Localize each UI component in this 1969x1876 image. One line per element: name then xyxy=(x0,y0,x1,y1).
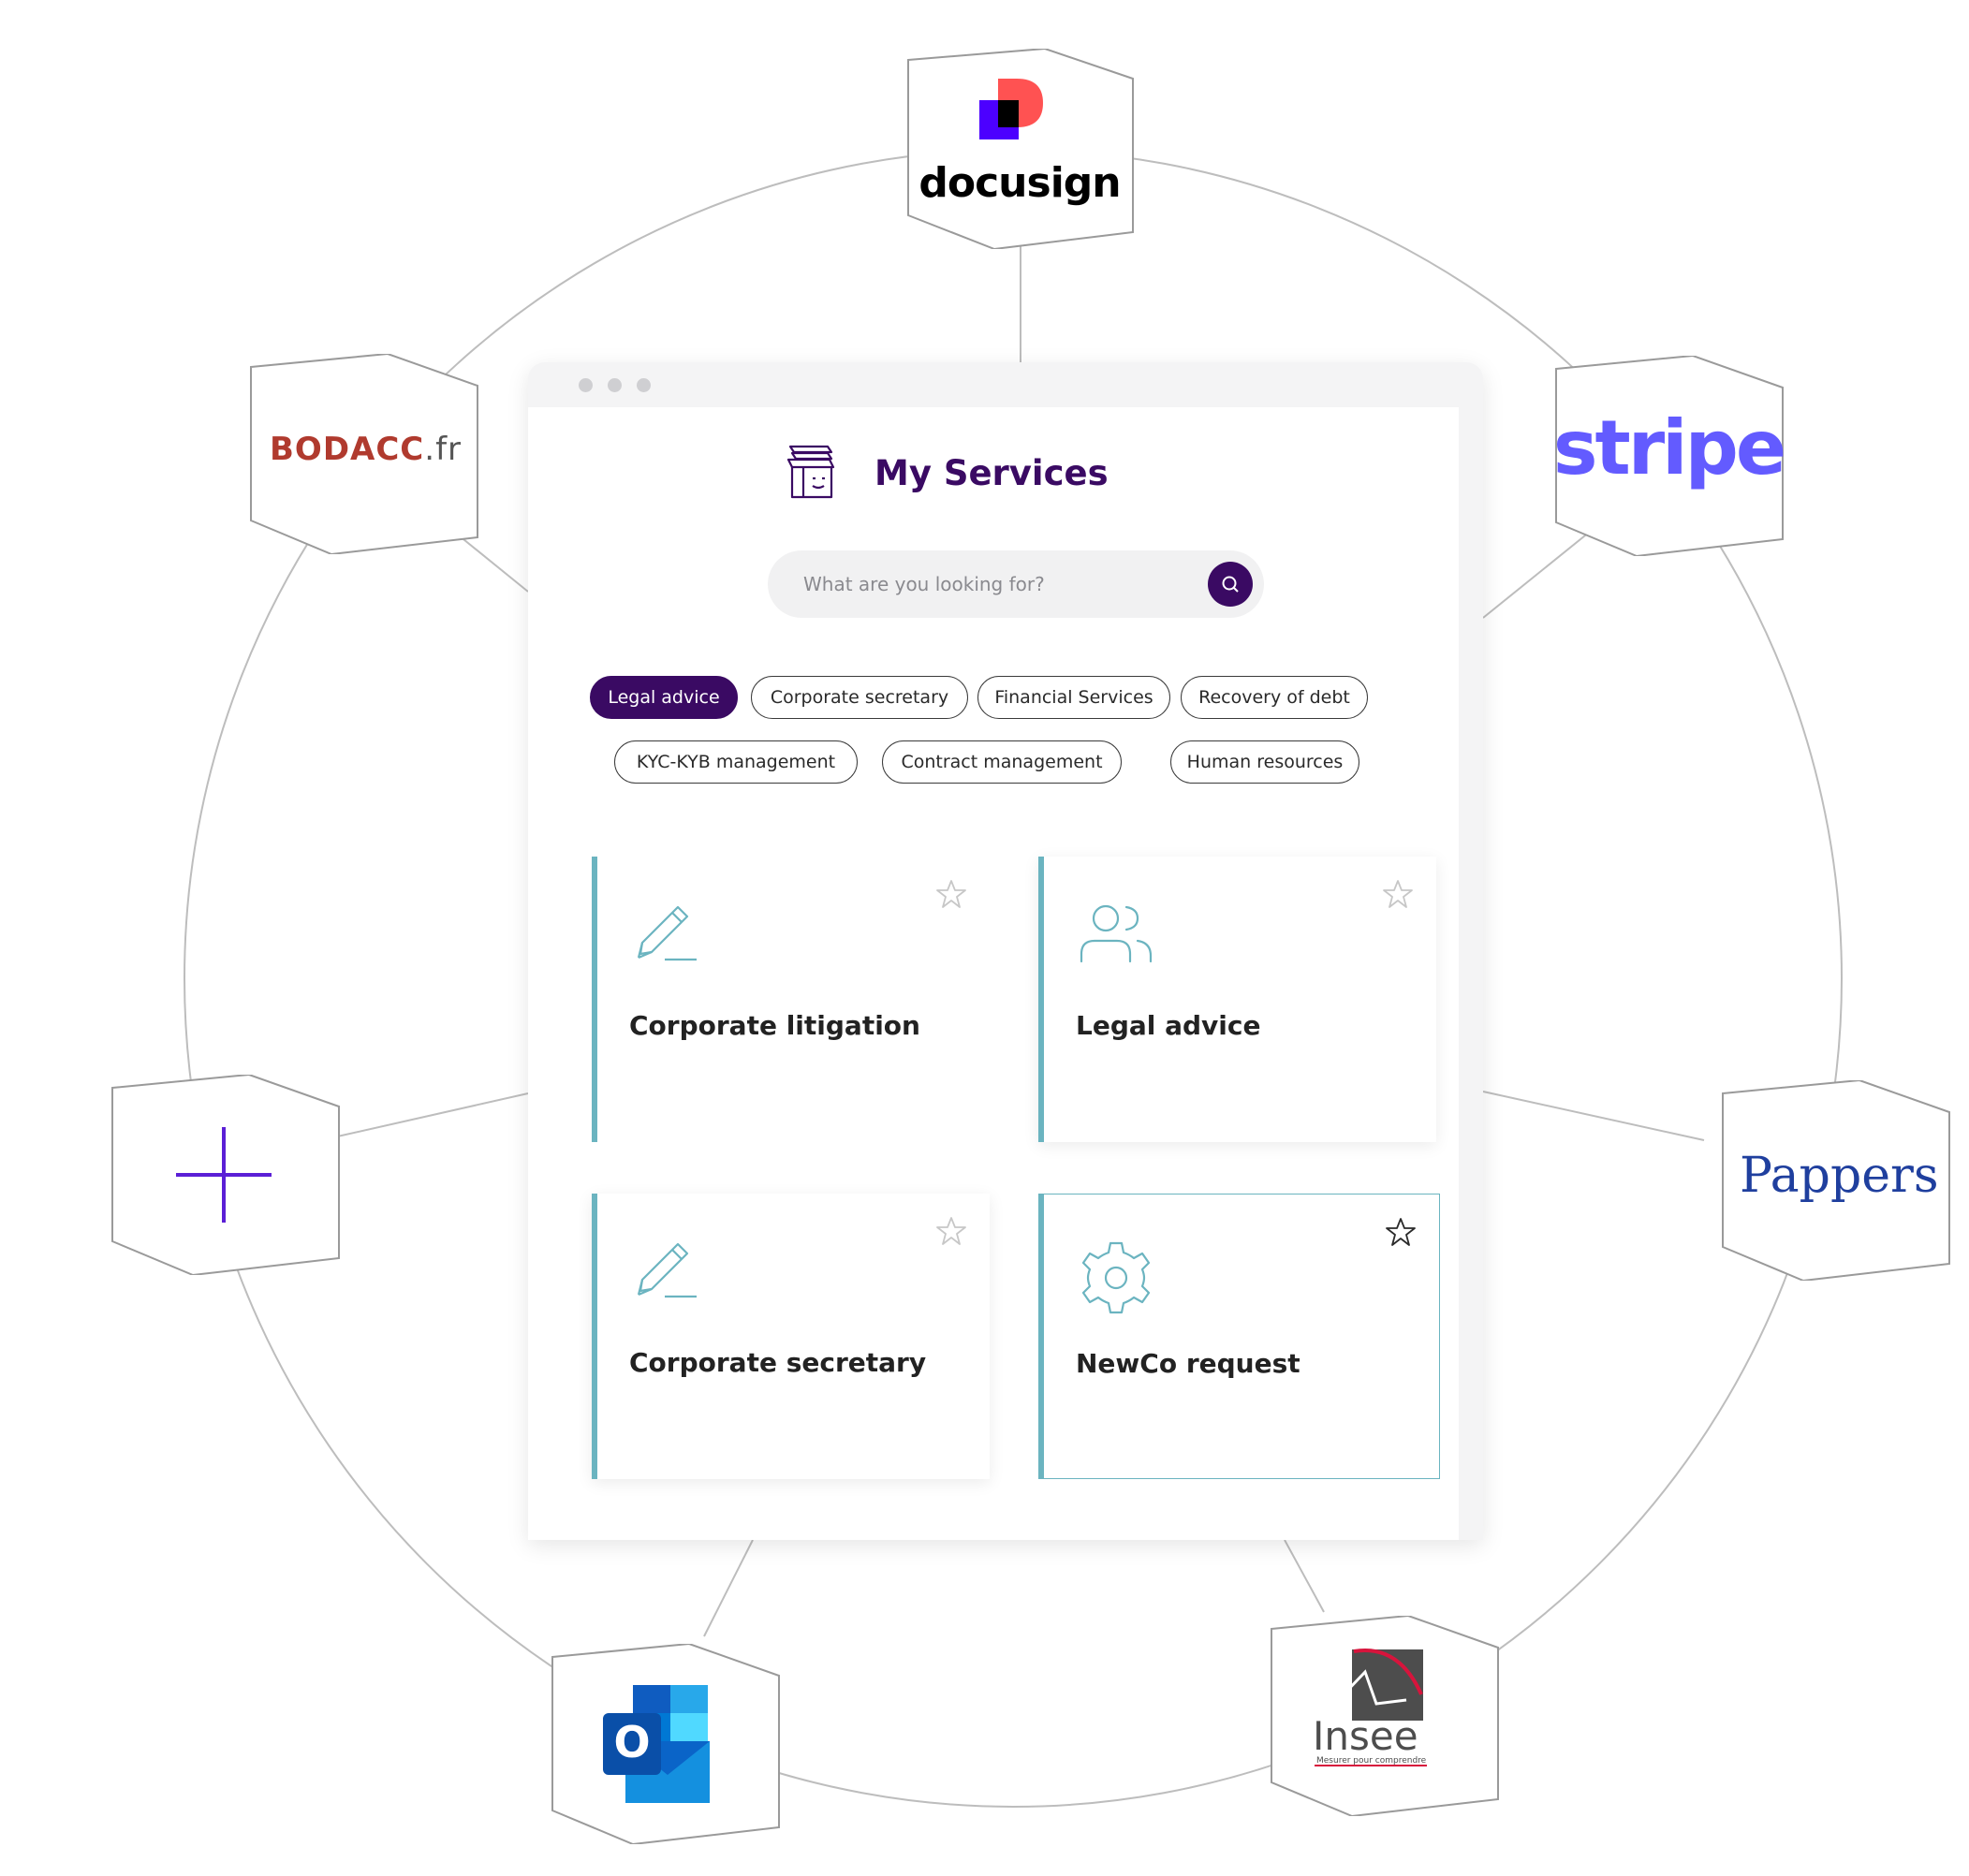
outlook-tile xyxy=(551,1644,780,1844)
bodacc-wordmark: BODACC.fr xyxy=(270,431,462,468)
docusign-tile xyxy=(907,49,1134,249)
bodacc-suffix: .fr xyxy=(424,431,463,468)
filter-chip-legal-advice[interactable]: Legal advice xyxy=(590,676,738,719)
filter-chip-contract-management[interactable]: Contract management xyxy=(882,740,1122,784)
star-icon[interactable] xyxy=(1385,1217,1417,1247)
filter-chip-corporate-secretary[interactable]: Corporate secretary xyxy=(751,676,968,719)
services-box-icon xyxy=(786,445,835,499)
users-icon xyxy=(1080,904,1153,963)
services-page: My Services Legal advice Corporate secre… xyxy=(528,407,1459,1540)
filter-chip-human-resources[interactable]: Human resources xyxy=(1170,740,1359,784)
service-card-newco-request[interactable]: NewCo request xyxy=(1038,1194,1440,1479)
page-title: My Services xyxy=(874,452,1109,493)
insee-wordmark: Insee xyxy=(1313,1713,1418,1759)
card-title: Legal advice xyxy=(1076,1010,1261,1041)
card-title: Corporate secretary xyxy=(629,1347,927,1378)
filter-chip-kyc-kyb-management[interactable]: KYC-KYB management xyxy=(614,740,858,784)
window-controls xyxy=(579,378,651,392)
star-icon[interactable] xyxy=(935,1216,967,1246)
stripe-tile xyxy=(1555,356,1784,556)
insee-tagline: Mesurer pour comprendre xyxy=(1316,1756,1427,1766)
integration-docusign[interactable]: docusign xyxy=(904,49,1135,249)
pappers-wordmark: Pappers xyxy=(1740,1148,1939,1204)
filter-chip-financial-services[interactable]: Financial Services xyxy=(977,676,1170,719)
integration-pappers[interactable]: Pappers xyxy=(1719,1080,1951,1281)
insee-tile xyxy=(1271,1616,1499,1816)
filter-chip-recovery-of-debt[interactable]: Recovery of debt xyxy=(1181,676,1368,719)
service-card-corporate-secretary[interactable]: Corporate secretary xyxy=(592,1194,990,1479)
service-card-corporate-litigation[interactable]: Corporate litigation xyxy=(592,857,990,1142)
star-icon[interactable] xyxy=(1382,879,1414,909)
card-title: NewCo request xyxy=(1076,1348,1300,1379)
integration-add[interactable] xyxy=(109,1075,341,1275)
integration-outlook[interactable]: O xyxy=(549,1644,781,1844)
search-button[interactable] xyxy=(1208,562,1253,607)
search-input[interactable] xyxy=(801,572,1208,596)
integration-bodacc[interactable]: BODACC.fr xyxy=(247,354,479,554)
bodacc-tile xyxy=(250,354,478,554)
window-dot[interactable] xyxy=(579,378,593,392)
integration-stripe[interactable]: stripe xyxy=(1552,356,1786,556)
integration-insee[interactable]: Insee Mesurer pour comprendre xyxy=(1268,1616,1500,1816)
window-dot[interactable] xyxy=(608,378,622,392)
gear-icon xyxy=(1081,1241,1151,1314)
search-icon xyxy=(1222,576,1239,593)
pencil-icon xyxy=(637,905,697,961)
star-icon[interactable] xyxy=(935,879,967,909)
pappers-tile xyxy=(1722,1080,1950,1281)
window-dot[interactable] xyxy=(637,378,651,392)
page-header: My Services xyxy=(785,443,1109,503)
search-bar xyxy=(768,550,1264,618)
pencil-icon xyxy=(637,1242,697,1298)
card-title: Corporate litigation xyxy=(629,1010,920,1041)
docusign-wordmark: docusign xyxy=(918,159,1121,207)
stripe-wordmark: stripe xyxy=(1552,404,1786,491)
browser-window: My Services Legal advice Corporate secre… xyxy=(528,362,1483,1540)
outlook-letter: O xyxy=(613,1717,651,1767)
plus-icon xyxy=(176,1127,272,1223)
bodacc-main: BODACC xyxy=(270,431,425,468)
service-card-legal-advice[interactable]: Legal advice xyxy=(1038,857,1436,1142)
